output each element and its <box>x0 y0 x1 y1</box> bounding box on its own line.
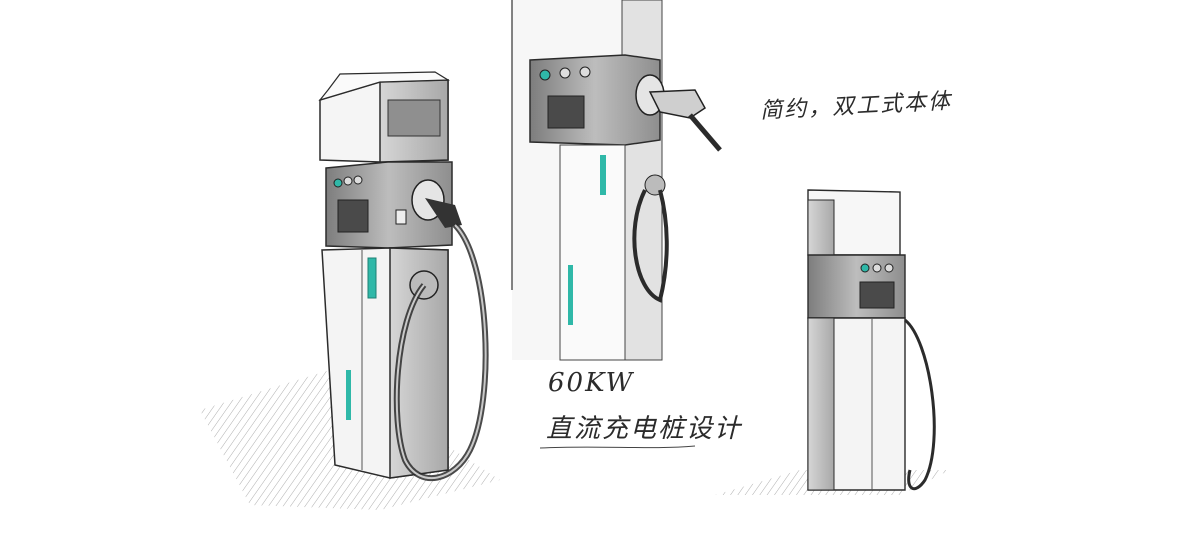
indicator-icon <box>884 263 894 273</box>
display-screen <box>547 95 585 129</box>
charging-cable <box>903 318 936 491</box>
design-title: 直流充电桩设计 <box>546 414 743 444</box>
charger-right <box>715 189 950 495</box>
indicator-icon <box>860 263 870 273</box>
indicator-icon <box>539 69 551 81</box>
charger-closeup <box>511 0 722 361</box>
indicator-icon <box>353 175 363 185</box>
charging-cable <box>632 189 669 303</box>
display-screen <box>859 281 895 309</box>
indicator-icon <box>559 67 571 79</box>
indicator-icon <box>333 178 343 188</box>
display-screen <box>337 199 369 233</box>
power-rating-label: 60KW <box>548 368 635 398</box>
indicator-icon <box>872 263 882 273</box>
indicator-icon <box>579 66 591 78</box>
indicator-icon <box>343 176 353 186</box>
charger-left <box>200 71 500 510</box>
